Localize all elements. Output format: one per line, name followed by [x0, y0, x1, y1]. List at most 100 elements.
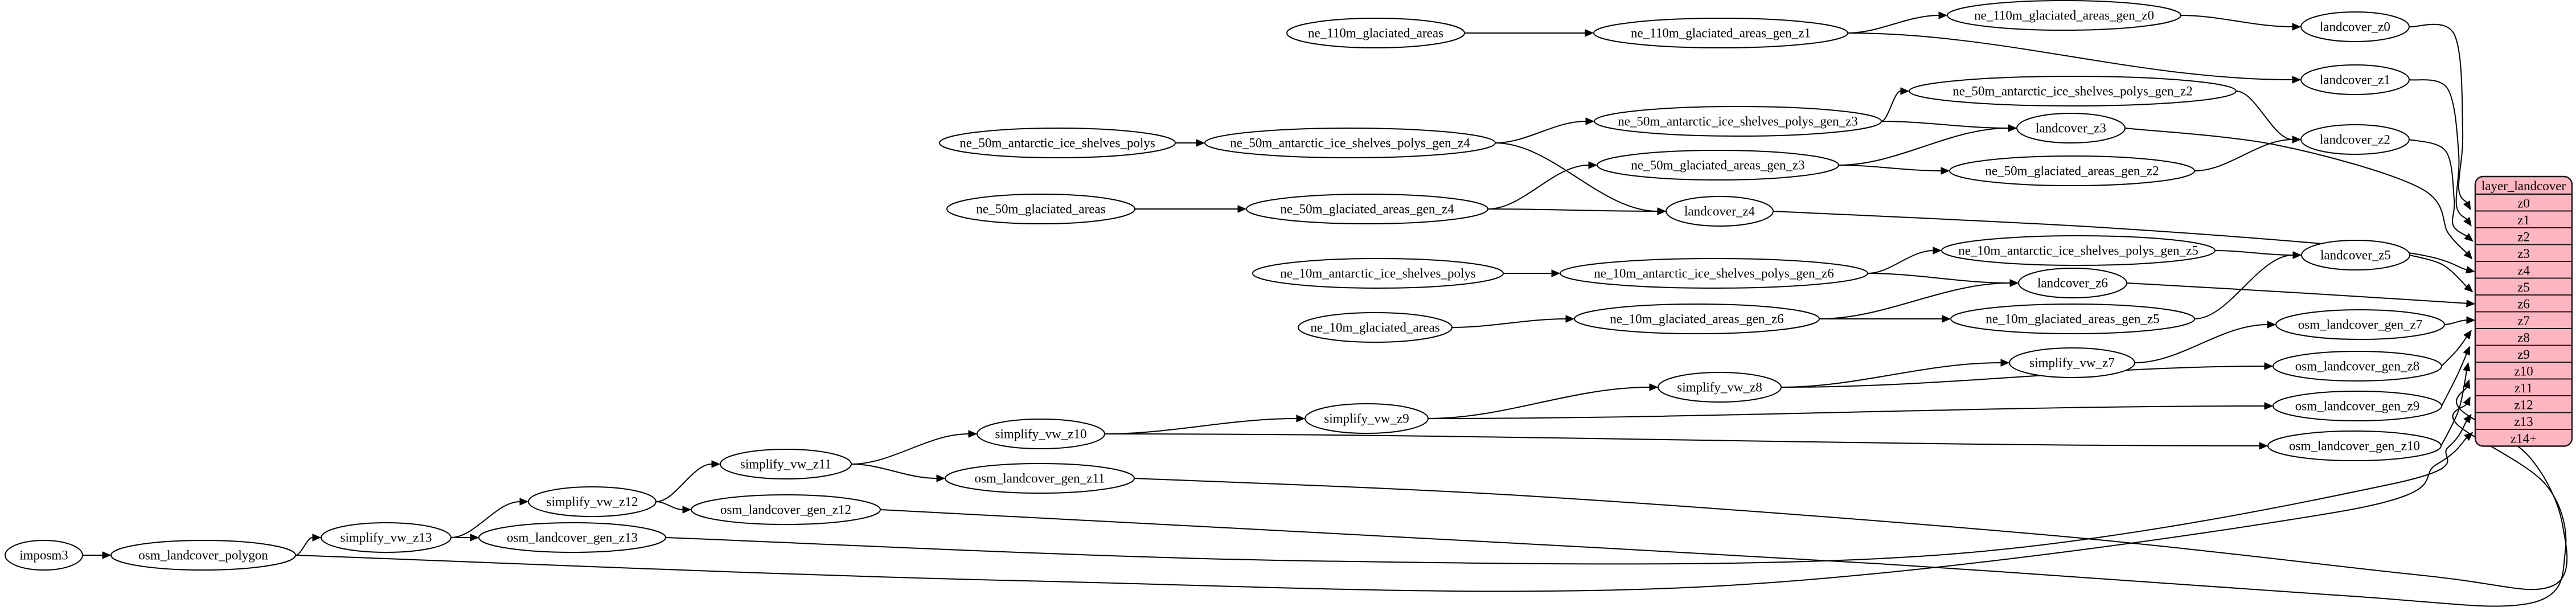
edge-osm_landcover_polygon-to-layer_landcover-z14: [295, 438, 2467, 592]
ne_10m_antarctic_ice_shelves_polys_gen_z6-ellipse: [1560, 258, 1868, 289]
table-row-z9: z9: [2517, 347, 2530, 362]
landcover_z2-label: landcover_z2: [2320, 133, 2390, 147]
ne_50m_antarctic_ice_shelves_polys_gen_z3-label: ne_50m_antarctic_ice_shelves_polys_gen_z…: [1618, 114, 1858, 129]
osm_landcover_gen_z13-ellipse: [478, 522, 666, 553]
node-ne_110m_glaciated_areas: ne_110m_glaciated_areas: [1286, 18, 1465, 48]
edge-simplify_vw_z12-to-osm_landcover_gen_z12: [655, 501, 683, 510]
landcover_z6-ellipse: [2018, 268, 2127, 298]
table-row-z10: z10: [2514, 364, 2533, 378]
simplify_vw_z11-ellipse: [720, 449, 852, 479]
edge-ne_50m_glaciated_areas_gen_z4-to-ne_50m_glaciated_areas_gen_z3: [1487, 165, 1589, 210]
edge-simplify_vw_z9-to-simplify_vw_z8: [1428, 387, 1650, 419]
table-row-z13: z13: [2514, 415, 2533, 429]
osm_landcover_gen_z7-label: osm_landcover_gen_z7: [2298, 318, 2422, 332]
edge-landcover_z6-to-layer_landcover-z6: [2126, 282, 2467, 304]
node-osm_landcover_gen_z7: osm_landcover_gen_z7: [2275, 309, 2445, 340]
node-ne_50m_glaciated_areas_gen_z2: ne_50m_glaciated_areas_gen_z2: [1949, 155, 2195, 186]
node-landcover_z3: landcover_z3: [2016, 113, 2126, 143]
landcover_z1-ellipse: [2300, 64, 2410, 95]
node-landcover_z2: landcover_z2: [2300, 124, 2410, 155]
landcover_z3-ellipse: [2016, 113, 2126, 143]
osm_landcover_gen_z7-ellipse: [2275, 309, 2445, 340]
edge-landcover_z0-to-layer_landcover-z0: [2409, 23, 2467, 203]
node-osm_landcover_gen_z12: osm_landcover_gen_z12: [691, 494, 881, 525]
osm_landcover_gen_z8-ellipse: [2273, 351, 2442, 382]
node-osm_landcover_polygon: osm_landcover_polygon: [110, 540, 296, 571]
table-row-z1: z1: [2517, 213, 2530, 227]
osm_landcover_gen_z9-ellipse: [2273, 391, 2442, 421]
edge-landcover_z5-to-layer_landcover-z5: [2409, 255, 2467, 286]
edge-ne_10m_glaciated_areas-to-ne_10m_glaciated_areas_gen_z6: [1451, 319, 1566, 328]
table-layer: layer_landcoverz0z1z2z3z4z5z6z7z8z9z10z1…: [2474, 175, 2573, 447]
osm_landcover_polygon-label: osm_landcover_polygon: [138, 548, 268, 563]
node-landcover_z1: landcover_z1: [2300, 64, 2410, 95]
table-row-z5: z5: [2517, 280, 2530, 294]
node-osm_landcover_gen_z9: osm_landcover_gen_z9: [2273, 391, 2442, 421]
osm_landcover_gen_z10-label: osm_landcover_gen_z10: [2289, 439, 2420, 453]
edge-ne_10m_antarctic_ice_shelves_polys_gen_z6-to-landcover_z6: [1867, 273, 2010, 283]
edge-osm_landcover_gen_z8-to-layer_landcover-z8: [2441, 337, 2467, 367]
ne_10m_glaciated_areas-ellipse: [1298, 312, 1453, 343]
ne_110m_glaciated_areas_gen_z1-ellipse: [1593, 18, 1848, 48]
ne_110m_glaciated_areas_gen_z0-label: ne_110m_glaciated_areas_gen_z0: [1974, 9, 2154, 23]
table-row-z11: z11: [2515, 381, 2533, 395]
simplify_vw_z8-ellipse: [1658, 372, 1782, 403]
node-ne_10m_antarctic_ice_shelves_polys_gen_z5: ne_10m_antarctic_ice_shelves_polys_gen_z…: [1941, 235, 2216, 266]
ne_50m_glaciated_areas_gen_z3-ellipse: [1597, 150, 1839, 181]
ne_10m_antarctic_ice_shelves_polys-label: ne_10m_antarctic_ice_shelves_polys: [1280, 266, 1476, 281]
ne_10m_antarctic_ice_shelves_polys_gen_z5-label: ne_10m_antarctic_ice_shelves_polys_gen_z…: [1958, 244, 2198, 258]
edge-ne_50m_antarctic_ice_shelves_polys_gen_z3-to-landcover_z3: [1881, 121, 2008, 128]
edge-ne_50m_glaciated_areas_gen_z3-to-ne_50m_glaciated_areas_gen_z2: [1838, 165, 1941, 171]
ne_10m_glaciated_areas_gen_z5-label: ne_10m_glaciated_areas_gen_z5: [1986, 312, 2159, 326]
node-imposm3: imposm3: [5, 540, 83, 571]
osm_landcover_gen_z10-ellipse: [2267, 430, 2442, 461]
node-ne_50m_glaciated_areas: ne_50m_glaciated_areas: [946, 194, 1135, 224]
ne_10m_glaciated_areas_gen_z6-label: ne_10m_glaciated_areas_gen_z6: [1610, 312, 1783, 326]
table-row-z3: z3: [2517, 247, 2530, 261]
table-row-z14: z14+: [2511, 431, 2537, 445]
ne_50m_antarctic_ice_shelves_polys_gen_z2-ellipse: [1909, 76, 2237, 106]
landcover_z4-label: landcover_z4: [1684, 204, 1755, 219]
edge-ne_10m_antarctic_ice_shelves_polys_gen_z5-to-landcover_z5: [2214, 250, 2293, 255]
table-layer_landcover: layer_landcoverz0z1z2z3z4z5z6z7z8z9z10z1…: [2474, 175, 2573, 447]
simplify_vw_z12-label: simplify_vw_z12: [547, 495, 638, 509]
ne_110m_glaciated_areas-label: ne_110m_glaciated_areas: [1308, 26, 1443, 40]
imposm3-ellipse: [5, 540, 83, 571]
edge-simplify_vw_z8-to-simplify_vw_z7: [1781, 363, 2001, 388]
edge-landcover_z4-to-layer_landcover-z4: [1773, 211, 2467, 270]
landcover_z4-ellipse: [1666, 196, 1774, 227]
node-landcover_z5: landcover_z5: [2301, 240, 2410, 270]
edge-ne_50m_glaciated_areas_gen_z4-to-landcover_z4: [1487, 209, 1658, 211]
edge-ne_10m_glaciated_areas_gen_z5-to-landcover_z5: [2194, 255, 2293, 319]
edge-simplify_vw_z8-to-osm_landcover_gen_z8: [1781, 366, 2265, 388]
landcover_z5-ellipse: [2301, 240, 2410, 270]
osm_landcover_gen_z12-ellipse: [691, 494, 881, 525]
ne_50m_antarctic_ice_shelves_polys_gen_z3-ellipse: [1594, 106, 1882, 137]
edge-osm_landcover_gen_z10-to-layer_landcover-z10: [2440, 371, 2467, 446]
ne_50m_antarctic_ice_shelves_polys-ellipse: [939, 128, 1176, 158]
node-simplify_vw_z13: simplify_vw_z13: [321, 522, 452, 553]
table-row-z2: z2: [2517, 229, 2530, 244]
edge-simplify_vw_z7-to-osm_landcover_gen_z7: [2134, 325, 2267, 363]
osm_landcover_gen_z11-label: osm_landcover_gen_z11: [974, 471, 1105, 486]
node-landcover_z0: landcover_z0: [2300, 11, 2410, 42]
ne_50m_glaciated_areas-ellipse: [946, 194, 1135, 224]
node-landcover_z4: landcover_z4: [1666, 196, 1774, 227]
edges-layer: [82, 15, 2568, 607]
edge-ne_50m_glaciated_areas_gen_z3-to-landcover_z3: [1838, 128, 2008, 166]
landcover_z5-label: landcover_z5: [2320, 248, 2391, 263]
node-osm_landcover_gen_z10: osm_landcover_gen_z10: [2267, 430, 2442, 461]
node-simplify_vw_z12: simplify_vw_z12: [528, 486, 657, 517]
landcover_z1-label: landcover_z1: [2320, 73, 2390, 87]
node-ne_50m_glaciated_areas_gen_z4: ne_50m_glaciated_areas_gen_z4: [1246, 194, 1488, 224]
ne_50m_antarctic_ice_shelves_polys_gen_z4-ellipse: [1204, 128, 1496, 158]
edge-simplify_vw_z11-to-osm_landcover_gen_z11: [851, 464, 937, 478]
table-row-z8: z8: [2517, 330, 2530, 345]
ne_110m_glaciated_areas_gen_z1-label: ne_110m_glaciated_areas_gen_z1: [1631, 26, 1811, 40]
ne_110m_glaciated_areas-ellipse: [1286, 18, 1465, 48]
node-ne_50m_antarctic_ice_shelves_polys: ne_50m_antarctic_ice_shelves_polys: [939, 128, 1176, 158]
edge-ne_10m_antarctic_ice_shelves_polys_gen_z6-to-ne_10m_antarctic_ice_shelves_polys_gen_z5: [1867, 251, 1933, 274]
osm_landcover_gen_z9-label: osm_landcover_gen_z9: [2295, 399, 2419, 413]
